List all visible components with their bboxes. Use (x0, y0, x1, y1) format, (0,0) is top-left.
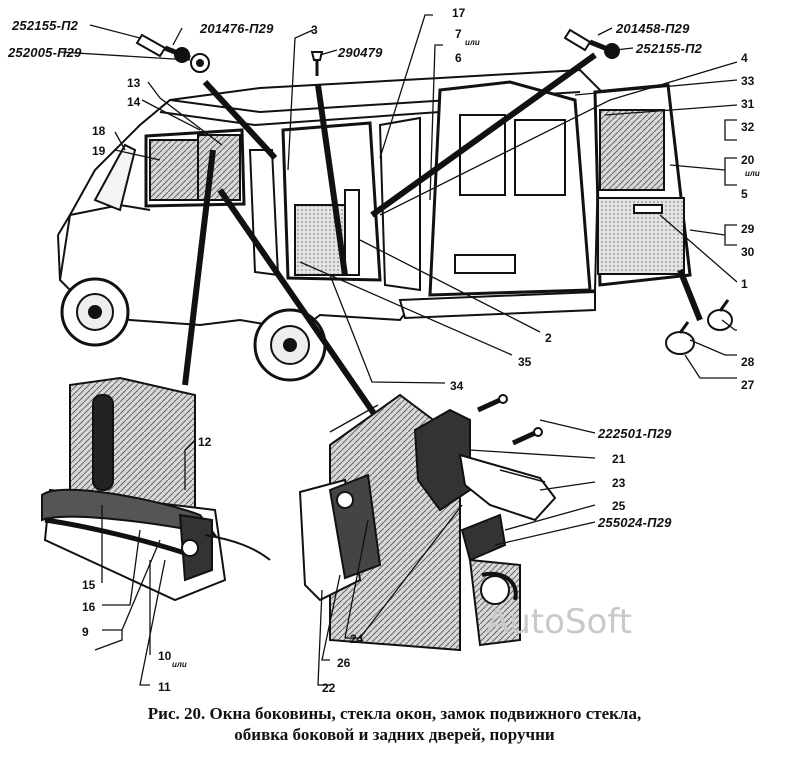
callout-31: 31 (741, 97, 755, 111)
callout-23: 23 (612, 476, 626, 490)
callout-10: 10 (158, 649, 172, 663)
hardware (135, 28, 733, 446)
callout-11: 11 (158, 680, 171, 694)
leader-lines (59, 14, 738, 686)
watermark: AutoSoft (486, 602, 632, 642)
bolt-icon (563, 28, 592, 52)
callout-19: 19 (92, 144, 106, 158)
callout-5: 5 (741, 187, 748, 201)
callout-21: 21 (612, 452, 626, 466)
push-clip-28 (707, 309, 733, 331)
callout-32: 32 (741, 120, 755, 134)
callout-15: 15 (82, 578, 96, 592)
callout-28: 28 (741, 355, 755, 369)
callout-17: 17 (452, 6, 466, 20)
part-code-252155-top: 252155-П2 (11, 18, 79, 33)
callout-ili-7: или (465, 38, 480, 47)
callout-9: 9 (82, 625, 89, 639)
part-code-222501: 222501-П29 (597, 426, 672, 441)
callout-6: 6 (455, 51, 462, 65)
callout-12: 12 (198, 435, 212, 449)
van-body (57, 68, 692, 382)
callout-34: 34 (450, 379, 464, 393)
side-window-sliding (197, 134, 241, 201)
lock-detail (298, 393, 557, 652)
callout-2: 2 (545, 331, 552, 345)
callout-30: 30 (741, 245, 755, 259)
caption-line-2: обивка боковой и задних дверей, поручни (234, 725, 555, 744)
callout-14: 14 (127, 95, 141, 109)
part-code-labels: 252155-П2 201476-П29 252005-П29 290479 2… (7, 18, 703, 530)
part-code-201476: 201476-П29 (199, 21, 274, 36)
callout-16: 16 (82, 600, 96, 614)
window-seal-detail (41, 376, 271, 602)
push-clip-27 (665, 331, 695, 355)
lock-latch (458, 453, 557, 522)
callout-7: 7 (455, 27, 462, 41)
callout-33: 33 (741, 74, 755, 88)
callout-24: 24 (350, 632, 364, 646)
rear-door-window (599, 109, 665, 191)
caption-line-1: Рис. 20. Окна боковины, стекла окон, зам… (147, 704, 642, 723)
part-code-252155-right: 252155-П2 (635, 41, 703, 56)
pointer-bars (182, 52, 703, 417)
callout-25: 25 (612, 499, 626, 513)
callout-ili-20: или (745, 169, 760, 178)
callout-26: 26 (337, 656, 351, 670)
callout-3: 3 (311, 23, 318, 37)
callout-22: 22 (322, 681, 336, 695)
callout-numbers: 13 14 18 19 3 17 7 или 6 4 33 31 32 20 и… (82, 6, 760, 695)
callout-1: 1 (741, 277, 748, 291)
callout-27: 27 (741, 378, 755, 392)
bolt-icon (135, 33, 167, 58)
callout-18: 18 (92, 124, 106, 138)
callout-20: 20 (741, 153, 755, 167)
part-code-290479: 290479 (337, 45, 383, 60)
callout-13: 13 (127, 76, 141, 90)
part-code-201458: 201458-П29 (615, 21, 690, 36)
callout-ili-10: или (172, 660, 187, 669)
part-code-252005: 252005-П29 (7, 45, 82, 60)
figure-caption: Рис. 20. Окна боковины, стекла окон, зам… (0, 703, 789, 745)
part-code-255024: 255024-П29 (597, 515, 672, 530)
callout-4: 4 (741, 51, 748, 65)
callout-29: 29 (741, 222, 755, 236)
callout-35: 35 (518, 355, 532, 369)
side-window-front (149, 139, 199, 201)
